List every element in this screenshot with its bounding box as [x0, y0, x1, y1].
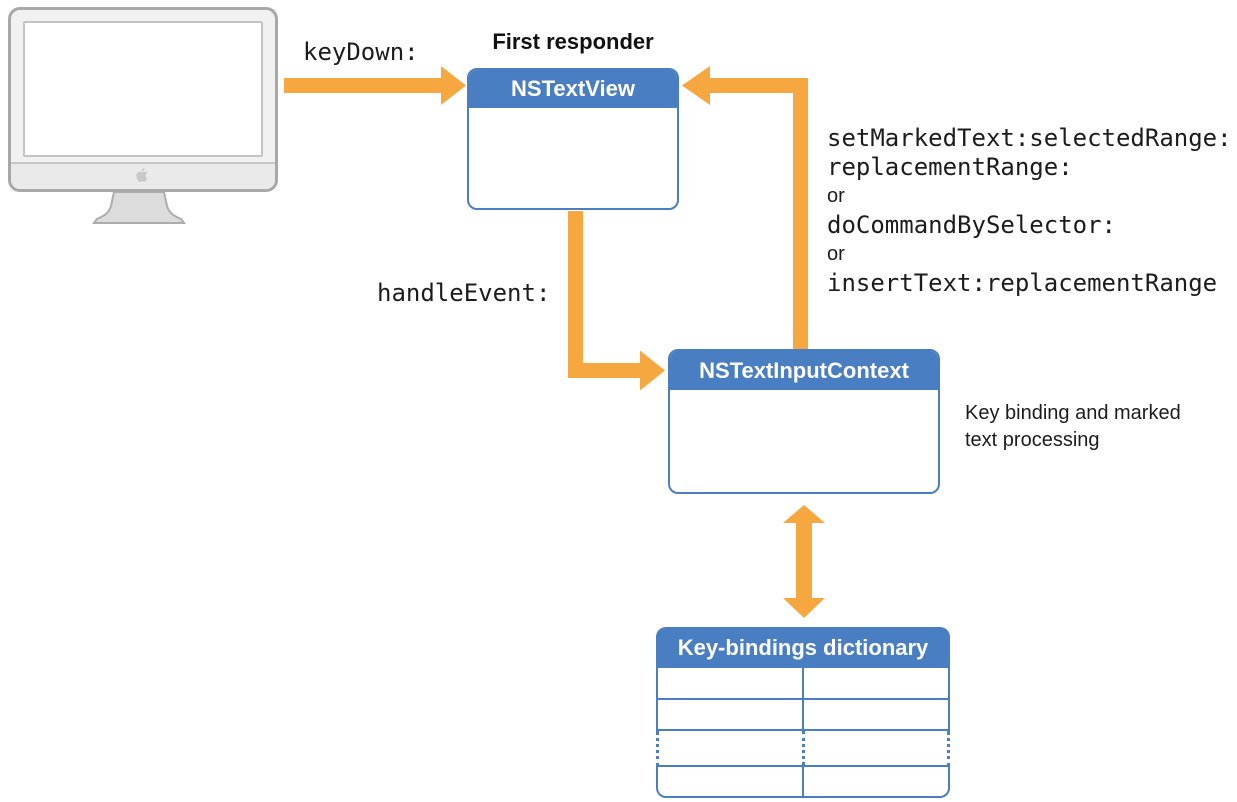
- first-responder-caption: First responder: [492, 29, 654, 54]
- table-row: [656, 700, 950, 731]
- display-chin: [11, 162, 275, 189]
- display-screen: [23, 21, 263, 157]
- nstextinputcontext-node: NSTextInputContext: [668, 349, 940, 494]
- apple-logo-icon: [136, 168, 148, 182]
- nstextview-title: NSTextView: [469, 70, 677, 108]
- keydown-arrow: [284, 66, 466, 105]
- nstextview-node: NSTextView: [467, 68, 679, 210]
- note-line: text processing: [965, 429, 1100, 451]
- imac-display-icon: [8, 7, 278, 192]
- handleevent-arrow: [568, 211, 665, 391]
- table-cell: [804, 700, 948, 729]
- key-bindings-table: [656, 668, 950, 798]
- note-line: Key binding and marked: [965, 402, 1181, 424]
- keybindings-double-arrow: [783, 505, 825, 618]
- table-cell: [659, 731, 805, 765]
- callback-message-list: setMarkedText:selectedRange: replacement…: [827, 124, 1232, 298]
- table-cell: [804, 668, 948, 698]
- nstextinputcontext-title: NSTextInputContext: [670, 351, 938, 390]
- handleevent-label: handleEvent:: [377, 279, 551, 307]
- keydown-label: keyDown:: [303, 38, 419, 66]
- callback-line-setmarkedtext: setMarkedText:selectedRange:: [827, 124, 1232, 152]
- table-row: [656, 767, 950, 798]
- key-bindings-dictionary-title: Key-bindings dictionary: [656, 627, 950, 668]
- callback-or-label: or: [827, 185, 845, 207]
- table-cell: [658, 700, 804, 729]
- callback-line-replacementrange: replacementRange:: [827, 153, 1073, 181]
- table-cell: [658, 767, 804, 796]
- callback-line-docommandbyselector: doCommandBySelector:: [827, 211, 1116, 239]
- table-row-continuation: [656, 731, 950, 767]
- callback-arrow: [682, 66, 808, 349]
- table-cell: [804, 767, 948, 796]
- table-cell: [658, 668, 804, 698]
- table-row: [656, 668, 950, 700]
- callback-or-label: or: [827, 243, 845, 265]
- table-cell: [805, 731, 948, 765]
- input-context-note: Key binding and marked text processing: [965, 400, 1181, 454]
- callback-line-inserttext: insertText:replacementRange: [827, 269, 1218, 297]
- key-bindings-dictionary-node: Key-bindings dictionary: [656, 627, 950, 798]
- display-stand: [92, 191, 186, 224]
